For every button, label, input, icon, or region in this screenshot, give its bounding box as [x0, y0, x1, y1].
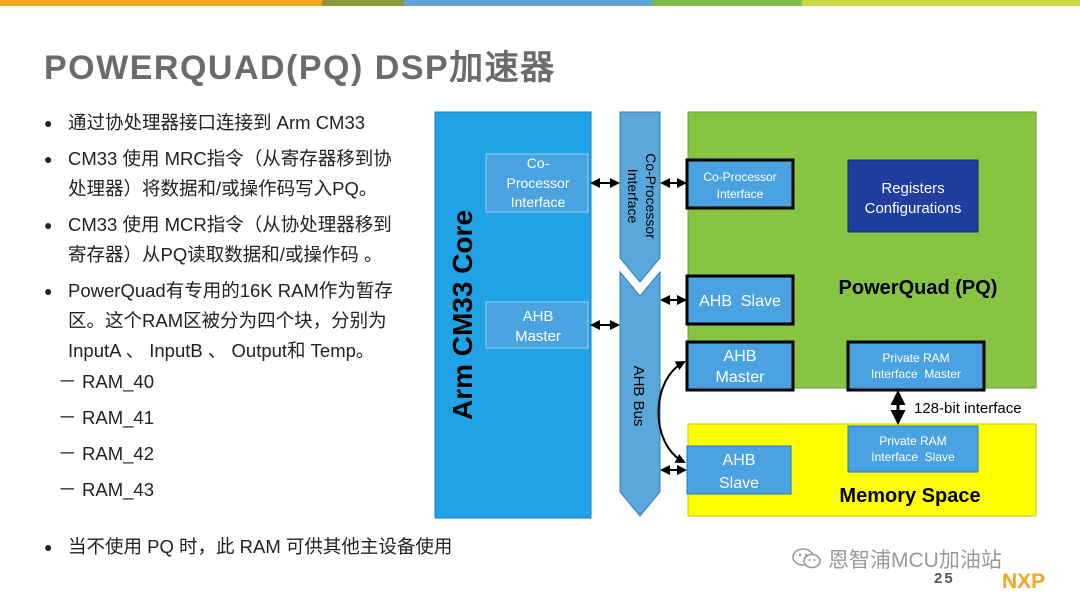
sub-item: －RAM_41: [58, 407, 154, 429]
watermark-text: 恩智浦MCU加油站: [828, 549, 1002, 572]
topbar-segment-olive: [322, 0, 404, 6]
coprocessor-bus-label: Interface: [625, 169, 641, 224]
bullet-line: InputA 、 InputB 、 Output和 Temp。: [68, 340, 375, 361]
bullet-item: PowerQuad有专用的16K RAM作为暂存 区。这个RAM区被分为四个块，…: [44, 276, 429, 366]
sub-item-dash: －: [58, 371, 77, 392]
pq-ahb-master-box: [685, 340, 795, 392]
pq-coprocessor-interface-box: [685, 158, 795, 210]
top-color-bar: [0, 0, 1080, 6]
pq-coproc-line: Co-Processor: [703, 170, 776, 184]
nxp-logo: NXP: [1002, 570, 1045, 592]
core-coproc-line: Interface: [511, 194, 566, 210]
mem-private-slave-line: Interface Slave: [871, 450, 955, 464]
topbar-segment-lime: [802, 0, 1080, 6]
powerquad-label: PowerQuad (PQ): [839, 277, 998, 299]
core-ahb-master-box: [485, 301, 589, 349]
wechat-icon: [792, 548, 821, 569]
nxp-logo-text: NXP: [1002, 570, 1045, 592]
pq-ahb-slave-label: AHB Slave: [699, 293, 781, 310]
cm33-core-label: Arm CM33 Core: [447, 210, 478, 420]
core-ahb-master-line: AHB: [523, 308, 554, 325]
memory-space-label: Memory Space: [839, 485, 980, 507]
bullet-line: 处理器）将数据和/或操作码写入PQ。: [68, 178, 378, 199]
last-bullet: 当不使用 PQ 时，此 RAM 可供其他主设备使用: [44, 534, 452, 560]
topbar-segment-green: [652, 0, 802, 6]
sub-item: －RAM_40: [58, 371, 154, 393]
pq-ahb-master-line: AHB: [724, 348, 757, 365]
bullet-item: 通过协处理器接口连接到 Arm CM33: [44, 108, 429, 138]
mem-ahb-slave-box: [686, 445, 792, 495]
topbar-segment-orange: [0, 0, 322, 6]
mem-private-slave-line: Private RAM: [879, 434, 946, 448]
pq-private-ram-master-box: [846, 340, 986, 392]
bullet-list: 通过协处理器接口连接到 Arm CM33 CM33 使用 MRC指令（从寄存器移…: [44, 108, 429, 372]
registers-line: Configurations: [865, 200, 962, 217]
bullet-line: PowerQuad有专用的16K RAM作为暂存: [68, 280, 393, 301]
bullet-line: CM33 使用 MCR指令（从协处理器移到: [68, 214, 392, 235]
pq-ahb-slave-box: [685, 274, 795, 326]
coprocessor-bus-chevron: [619, 111, 661, 283]
watermark: 恩智浦MCU加油站: [792, 544, 1002, 574]
link-128bit-label: 128-bit interface: [914, 400, 1022, 417]
sub-item: －RAM_42: [58, 443, 154, 465]
sub-item-label: RAM_42: [82, 443, 154, 464]
sub-item-label: RAM_41: [82, 407, 154, 428]
pq-ahb-master-line: Master: [716, 369, 766, 386]
page-number: 25: [934, 570, 955, 587]
sub-item-dash: －: [58, 407, 77, 428]
core-coprocessor-interface-box: [485, 153, 589, 213]
pq-coproc-line: Interface: [717, 187, 764, 201]
mem-ahb-slave-line: AHB: [723, 452, 756, 469]
bullet-line: 寄存器）从PQ读取数据和/或操作码 。: [68, 244, 383, 265]
arrow-pq-master-to-mem-slave: [657, 361, 686, 463]
slide-title: POWERQUAD(PQ) DSP加速器: [44, 49, 556, 87]
sub-item-dash: －: [58, 443, 77, 464]
ahb-bus-chevron: [619, 270, 661, 517]
ahb-bus-label: AHB Bus: [630, 366, 647, 427]
sub-item: －RAM_43: [58, 479, 154, 501]
core-ahb-master-line: Master: [515, 328, 561, 345]
sub-item-label: RAM_40: [82, 371, 154, 392]
sub-item-dash: －: [58, 479, 77, 500]
bullet-line: CM33 使用 MRC指令（从寄存器移到协: [68, 148, 392, 169]
pq-private-master-line: Interface Master: [871, 367, 961, 381]
bullet-item: CM33 使用 MRC指令（从寄存器移到协 处理器）将数据和/或操作码写入PQ。: [44, 144, 429, 204]
core-coproc-line: Co-: [527, 155, 550, 171]
topbar-segment-blue: [404, 0, 652, 6]
bullet-item: CM33 使用 MCR指令（从协处理器移到 寄存器）从PQ读取数据和/或操作码 …: [44, 210, 429, 270]
core-coproc-line: Processor: [506, 175, 569, 191]
coprocessor-bus-label: Co-Processor: [643, 153, 659, 239]
sub-item-label: RAM_43: [82, 479, 154, 500]
bullet-line: 区。这个RAM区被分为四个块，分别为: [68, 310, 387, 331]
pq-private-master-line: Private RAM: [882, 351, 949, 365]
mem-ahb-slave-line: Slave: [719, 475, 759, 492]
registers-line: Registers: [881, 180, 944, 197]
bullet-line: 通过协处理器接口连接到 Arm CM33: [68, 112, 366, 133]
mem-private-ram-slave-box: [847, 425, 979, 473]
registers-configurations-box: [847, 159, 979, 233]
